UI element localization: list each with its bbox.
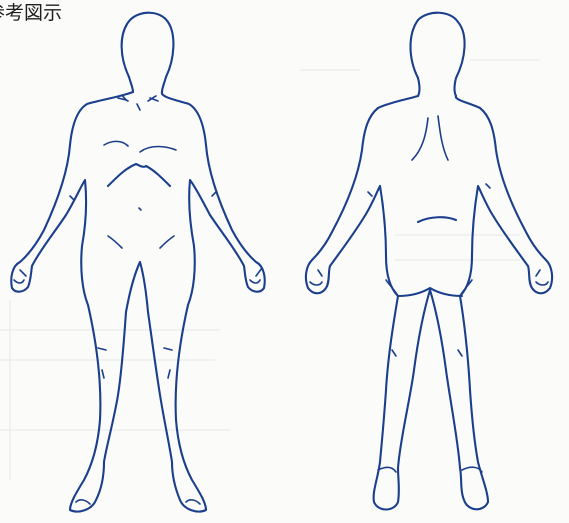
human-body-front-icon: [11, 13, 264, 512]
human-body-back-icon: [306, 13, 552, 510]
